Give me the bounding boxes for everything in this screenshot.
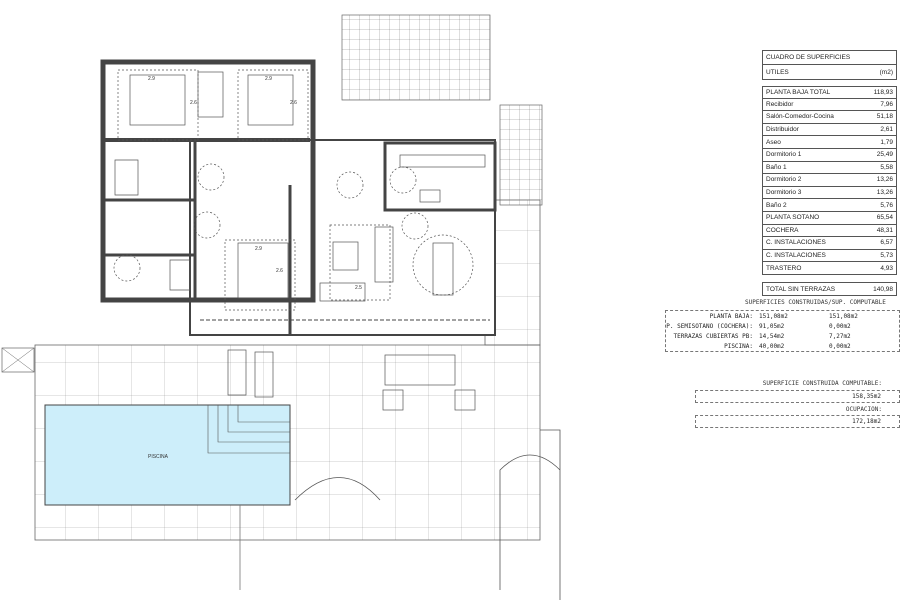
- row-value: 5,76: [880, 201, 893, 209]
- row-label: PLANTA BAJA TOTAL: [766, 88, 831, 96]
- computable-value: 151,08m2: [829, 312, 858, 320]
- house-walls: [100, 59, 497, 336]
- construida-value: 40,00m2: [759, 342, 785, 350]
- row-label: C. INSTALACIONES: [766, 239, 826, 247]
- row-value: 4,93: [880, 264, 893, 272]
- pool: [44, 404, 291, 506]
- computable-value: 0,00m2: [829, 342, 851, 350]
- stairs-top: [341, 14, 491, 101]
- cuadro-title: CUADRO DE SUPERFICIES: [766, 54, 851, 61]
- ocupacion-value: 172,18m2: [695, 415, 900, 428]
- utiles-label: UTILES: [766, 68, 789, 76]
- row-label: TRASTERO: [766, 264, 802, 272]
- cuadro-row: C. INSTALACIONES 5,73: [762, 249, 897, 263]
- pool-label: PISCINA: [148, 454, 169, 460]
- row-label: PLANTA SOTANO: [766, 214, 820, 222]
- row-value: 51,18: [876, 113, 893, 121]
- dimension-label: 2.5: [355, 285, 362, 291]
- row-label: Recibidor: [766, 100, 794, 108]
- row-label: Dormitorio 2: [766, 176, 802, 184]
- cuadro-row: Distribuidor 2,61: [762, 123, 897, 137]
- cuadro-header: CUADRO DE SUPERFICIES UTILES (m2): [762, 50, 897, 80]
- row-value: 6,57: [880, 239, 893, 247]
- row-label: PLANTA BAJA:: [709, 312, 753, 320]
- cuadro-row: PLANTA BAJA TOTAL 118,93: [762, 86, 897, 99]
- row-label: Dormitorio 1: [766, 151, 802, 159]
- construida-value: 91,05m2: [759, 322, 785, 330]
- row-label: Distribuidor: [766, 126, 799, 134]
- construidas-row: P. SEMISOTANO (COCHERA): 91,05m2 0,00m2: [666, 321, 899, 331]
- construidas-row: TERRAZAS CUBIERTAS PB: 14,54m2 7,27m2: [666, 331, 899, 341]
- row-label: PISCINA:: [724, 342, 753, 350]
- cuadro-row: Aseo 1,79: [762, 136, 897, 149]
- dimension-label: 2.9: [255, 246, 262, 252]
- row-label: Salón-Comedor-Cocina: [766, 113, 834, 121]
- cuadro-row: PLANTA SOTANO 65,54: [762, 211, 897, 225]
- utiles-unit: (m2): [879, 68, 893, 76]
- computable-value: 0,00m2: [829, 322, 851, 330]
- dimension-label: 2.9: [265, 76, 272, 82]
- row-value: 2,61: [880, 126, 893, 134]
- row-value: 48,31: [876, 226, 893, 234]
- construidas-row: PLANTA BAJA: 151,08m2 151,08m2: [666, 311, 899, 321]
- row-value: 13,26: [876, 189, 893, 197]
- construida-value: 14,54m2: [759, 332, 785, 340]
- row-value: 5,58: [880, 163, 893, 171]
- row-label: Aseo: [766, 138, 781, 146]
- ocupacion-label: OCUPACION:: [845, 406, 882, 413]
- cuadro-row: Baño 2 5,76: [762, 199, 897, 212]
- row-label: Dormitorio 3: [766, 189, 802, 197]
- construidas-row: PISCINA: 40,00m2 0,00m2: [666, 341, 899, 351]
- row-label: C. INSTALACIONES: [766, 252, 826, 260]
- row-label: Baño 2: [766, 201, 787, 209]
- computable-label: SUPERFICIE CONSTRUIDA COMPUTABLE:: [762, 380, 882, 387]
- row-value: 118,93: [873, 88, 893, 96]
- dimension-label: 2.6: [190, 100, 197, 106]
- corner-square: [1, 347, 35, 373]
- row-label: Baño 1: [766, 163, 787, 171]
- row-value: 13,26: [876, 176, 893, 184]
- furniture: [113, 69, 486, 411]
- construida-value: 151,08m2: [759, 312, 788, 320]
- dimension-label: 2.6: [290, 100, 297, 106]
- cuadro-row: TRASTERO 4,93: [762, 262, 897, 275]
- total-label: TOTAL SIN TERRAZAS: [766, 285, 836, 293]
- row-value: 25,49: [876, 151, 893, 159]
- stairs-right: [499, 104, 543, 206]
- construidas-header: SUPERFICIES CONSTRUIDAS/SUP. COMPUTABLE: [745, 299, 886, 306]
- row-value: 5,73: [880, 252, 893, 260]
- cuadro-row: Dormitorio 2 13,26: [762, 174, 897, 187]
- row-value: 1,79: [880, 138, 893, 146]
- cuadro-row: Dormitorio 1 25,49: [762, 148, 897, 162]
- computable-value: 158,35m2: [695, 390, 900, 403]
- row-label: P. SEMISOTANO (COCHERA):: [666, 322, 753, 330]
- cuadro-row: Recibidor 7,96: [762, 98, 897, 112]
- computable-value: 7,27m2: [829, 332, 851, 340]
- cuadro-row: COCHERA 48,31: [762, 224, 897, 238]
- cuadro-row: Baño 1 5,58: [762, 161, 897, 175]
- row-value: 7,96: [880, 100, 893, 108]
- total-value: 140,98: [873, 285, 893, 293]
- cuadro-row: C. INSTALACIONES 6,57: [762, 237, 897, 250]
- row-label: TERRAZAS CUBIERTAS PB:: [673, 332, 753, 340]
- cuadro-row: Dormitorio 3 13,26: [762, 186, 897, 200]
- dimension-label: 2.9: [148, 76, 155, 82]
- row-label: COCHERA: [766, 226, 799, 234]
- cuadro-row: Salón-Comedor-Cocina 51,18: [762, 111, 897, 124]
- row-value: 65,54: [876, 214, 893, 222]
- total-row: TOTAL SIN TERRAZAS 140,98: [762, 282, 897, 296]
- dimension-label: 2.6: [276, 268, 283, 274]
